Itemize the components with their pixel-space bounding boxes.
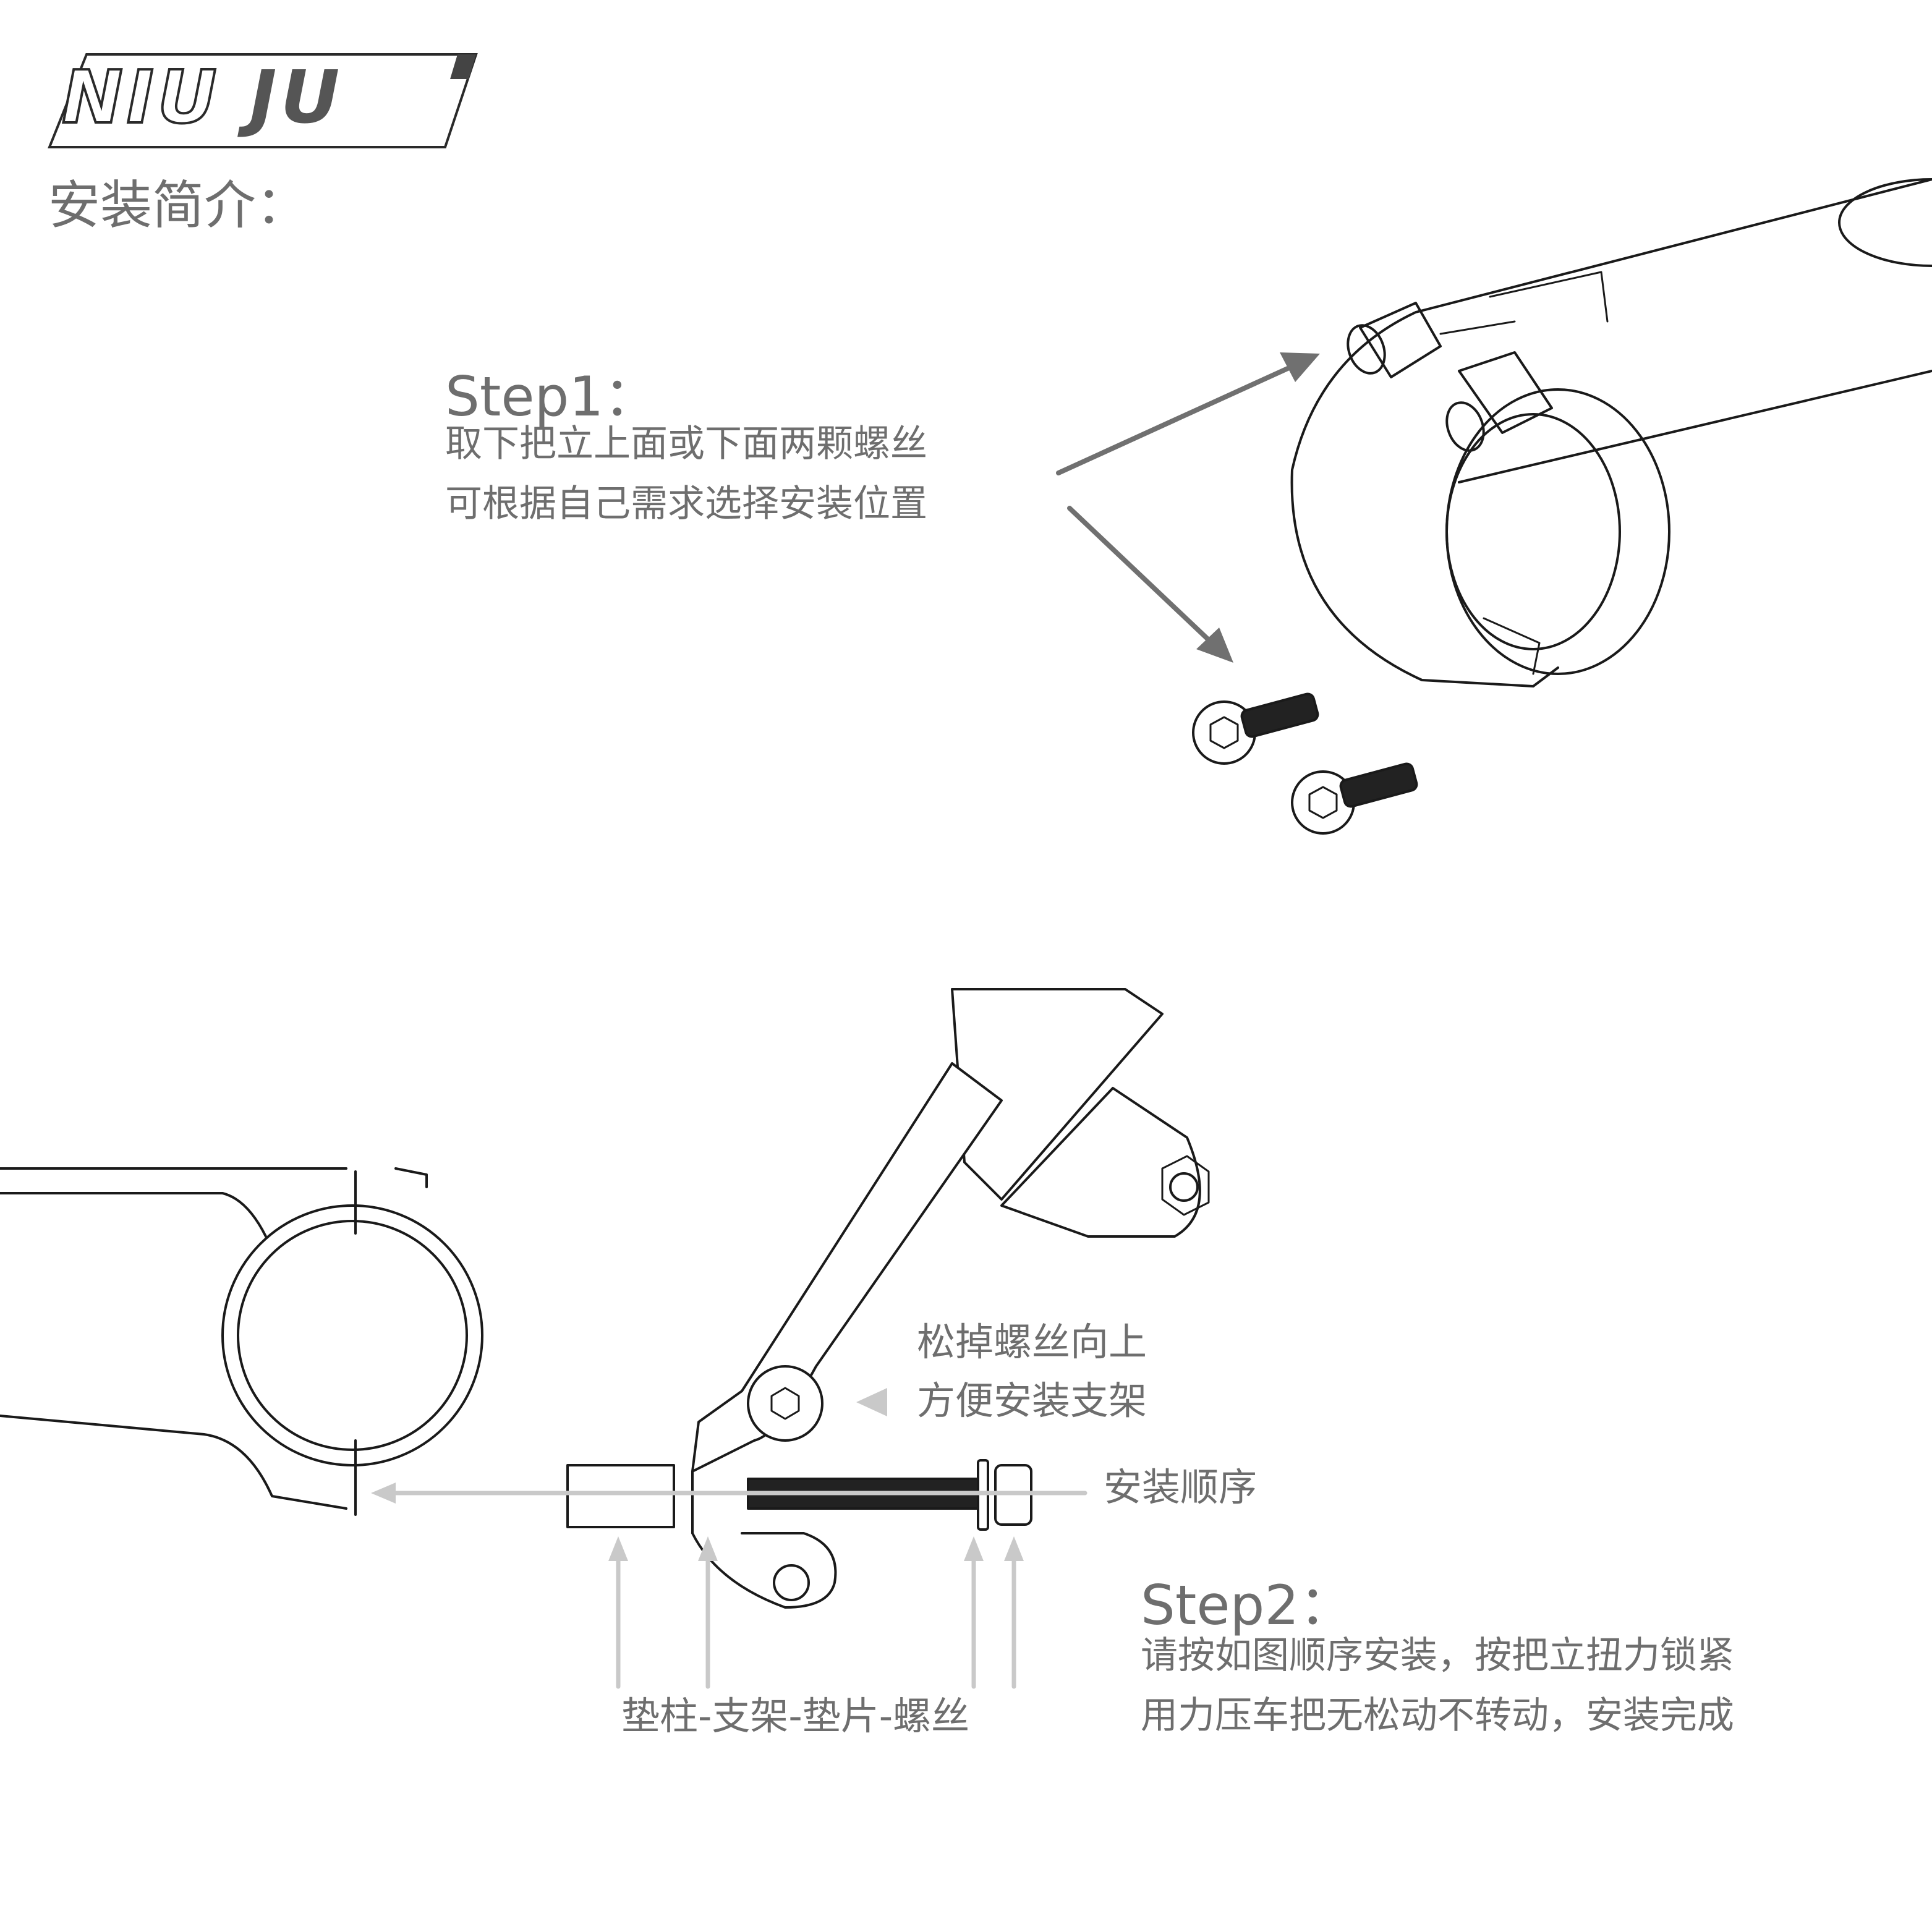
step1-heading: Step1： xyxy=(445,365,658,428)
bike-stem-icon xyxy=(0,1167,483,1516)
step1-arrows xyxy=(1056,352,1320,663)
logo-frame xyxy=(48,53,478,148)
loosen-note-line1: 松掉螺丝向上 xyxy=(917,1319,1147,1364)
step2-line1: 请按如图顺序安装，按把立扭力锁紧 xyxy=(1141,1634,1734,1677)
logo-part2: JU xyxy=(249,54,344,140)
step1-line2: 可根据自己需求选择安装位置 xyxy=(445,482,927,526)
logo-accent xyxy=(450,54,476,79)
parts-sequence-label: 垫柱-支架-垫片-螺丝 xyxy=(621,1693,970,1738)
logo-part1: NIU xyxy=(61,54,250,140)
bolt-icon xyxy=(1291,762,1418,835)
install-order-label: 安装顺序 xyxy=(1104,1465,1258,1510)
bike-stem-icon xyxy=(1290,178,1932,687)
step1-line1: 取下把立上面或下面两颗螺丝 xyxy=(445,422,927,466)
part-pointer-arrows xyxy=(608,1536,1024,1689)
brand-logo xyxy=(48,53,478,148)
loosen-note-line2: 方便安装支架 xyxy=(917,1378,1147,1423)
mount-bracket-icon xyxy=(691,988,1210,1609)
step2-heading: Step2： xyxy=(1141,1573,1354,1637)
brand-logo-text: NIU JU xyxy=(61,59,343,135)
step2-line2: 用力压车把无松动不转动，安装完成 xyxy=(1141,1694,1734,1737)
bolt-icon xyxy=(1192,692,1319,765)
loosen-pointer-icon xyxy=(856,1388,887,1416)
spacer-icon xyxy=(566,1464,675,1528)
page-title: 安装简介： xyxy=(48,175,309,236)
install-order-arrow xyxy=(371,1483,1087,1504)
